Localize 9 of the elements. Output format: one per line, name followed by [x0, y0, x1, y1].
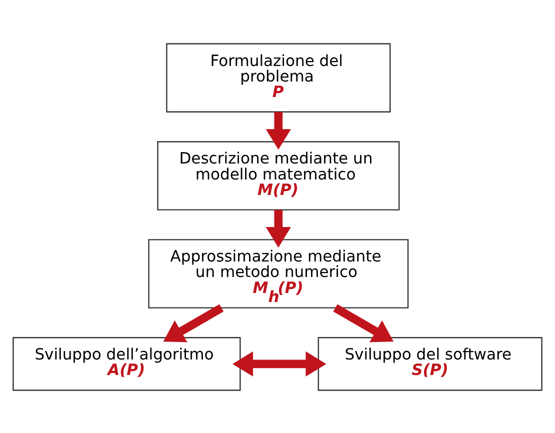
- arrow: [266, 209, 291, 248]
- node-box: Sviluppo del software S(P): [318, 336, 542, 390]
- arrow: [266, 111, 291, 150]
- node-box: Descrizione mediante un modello matematico M(P): [157, 140, 400, 210]
- node-box: Formulazione del problema P: [166, 42, 391, 112]
- arrow: [163, 304, 224, 342]
- arrow: [333, 304, 394, 342]
- arrow: [232, 350, 326, 376]
- node-box: Sviluppo dell’algoritmo A(P): [12, 336, 241, 390]
